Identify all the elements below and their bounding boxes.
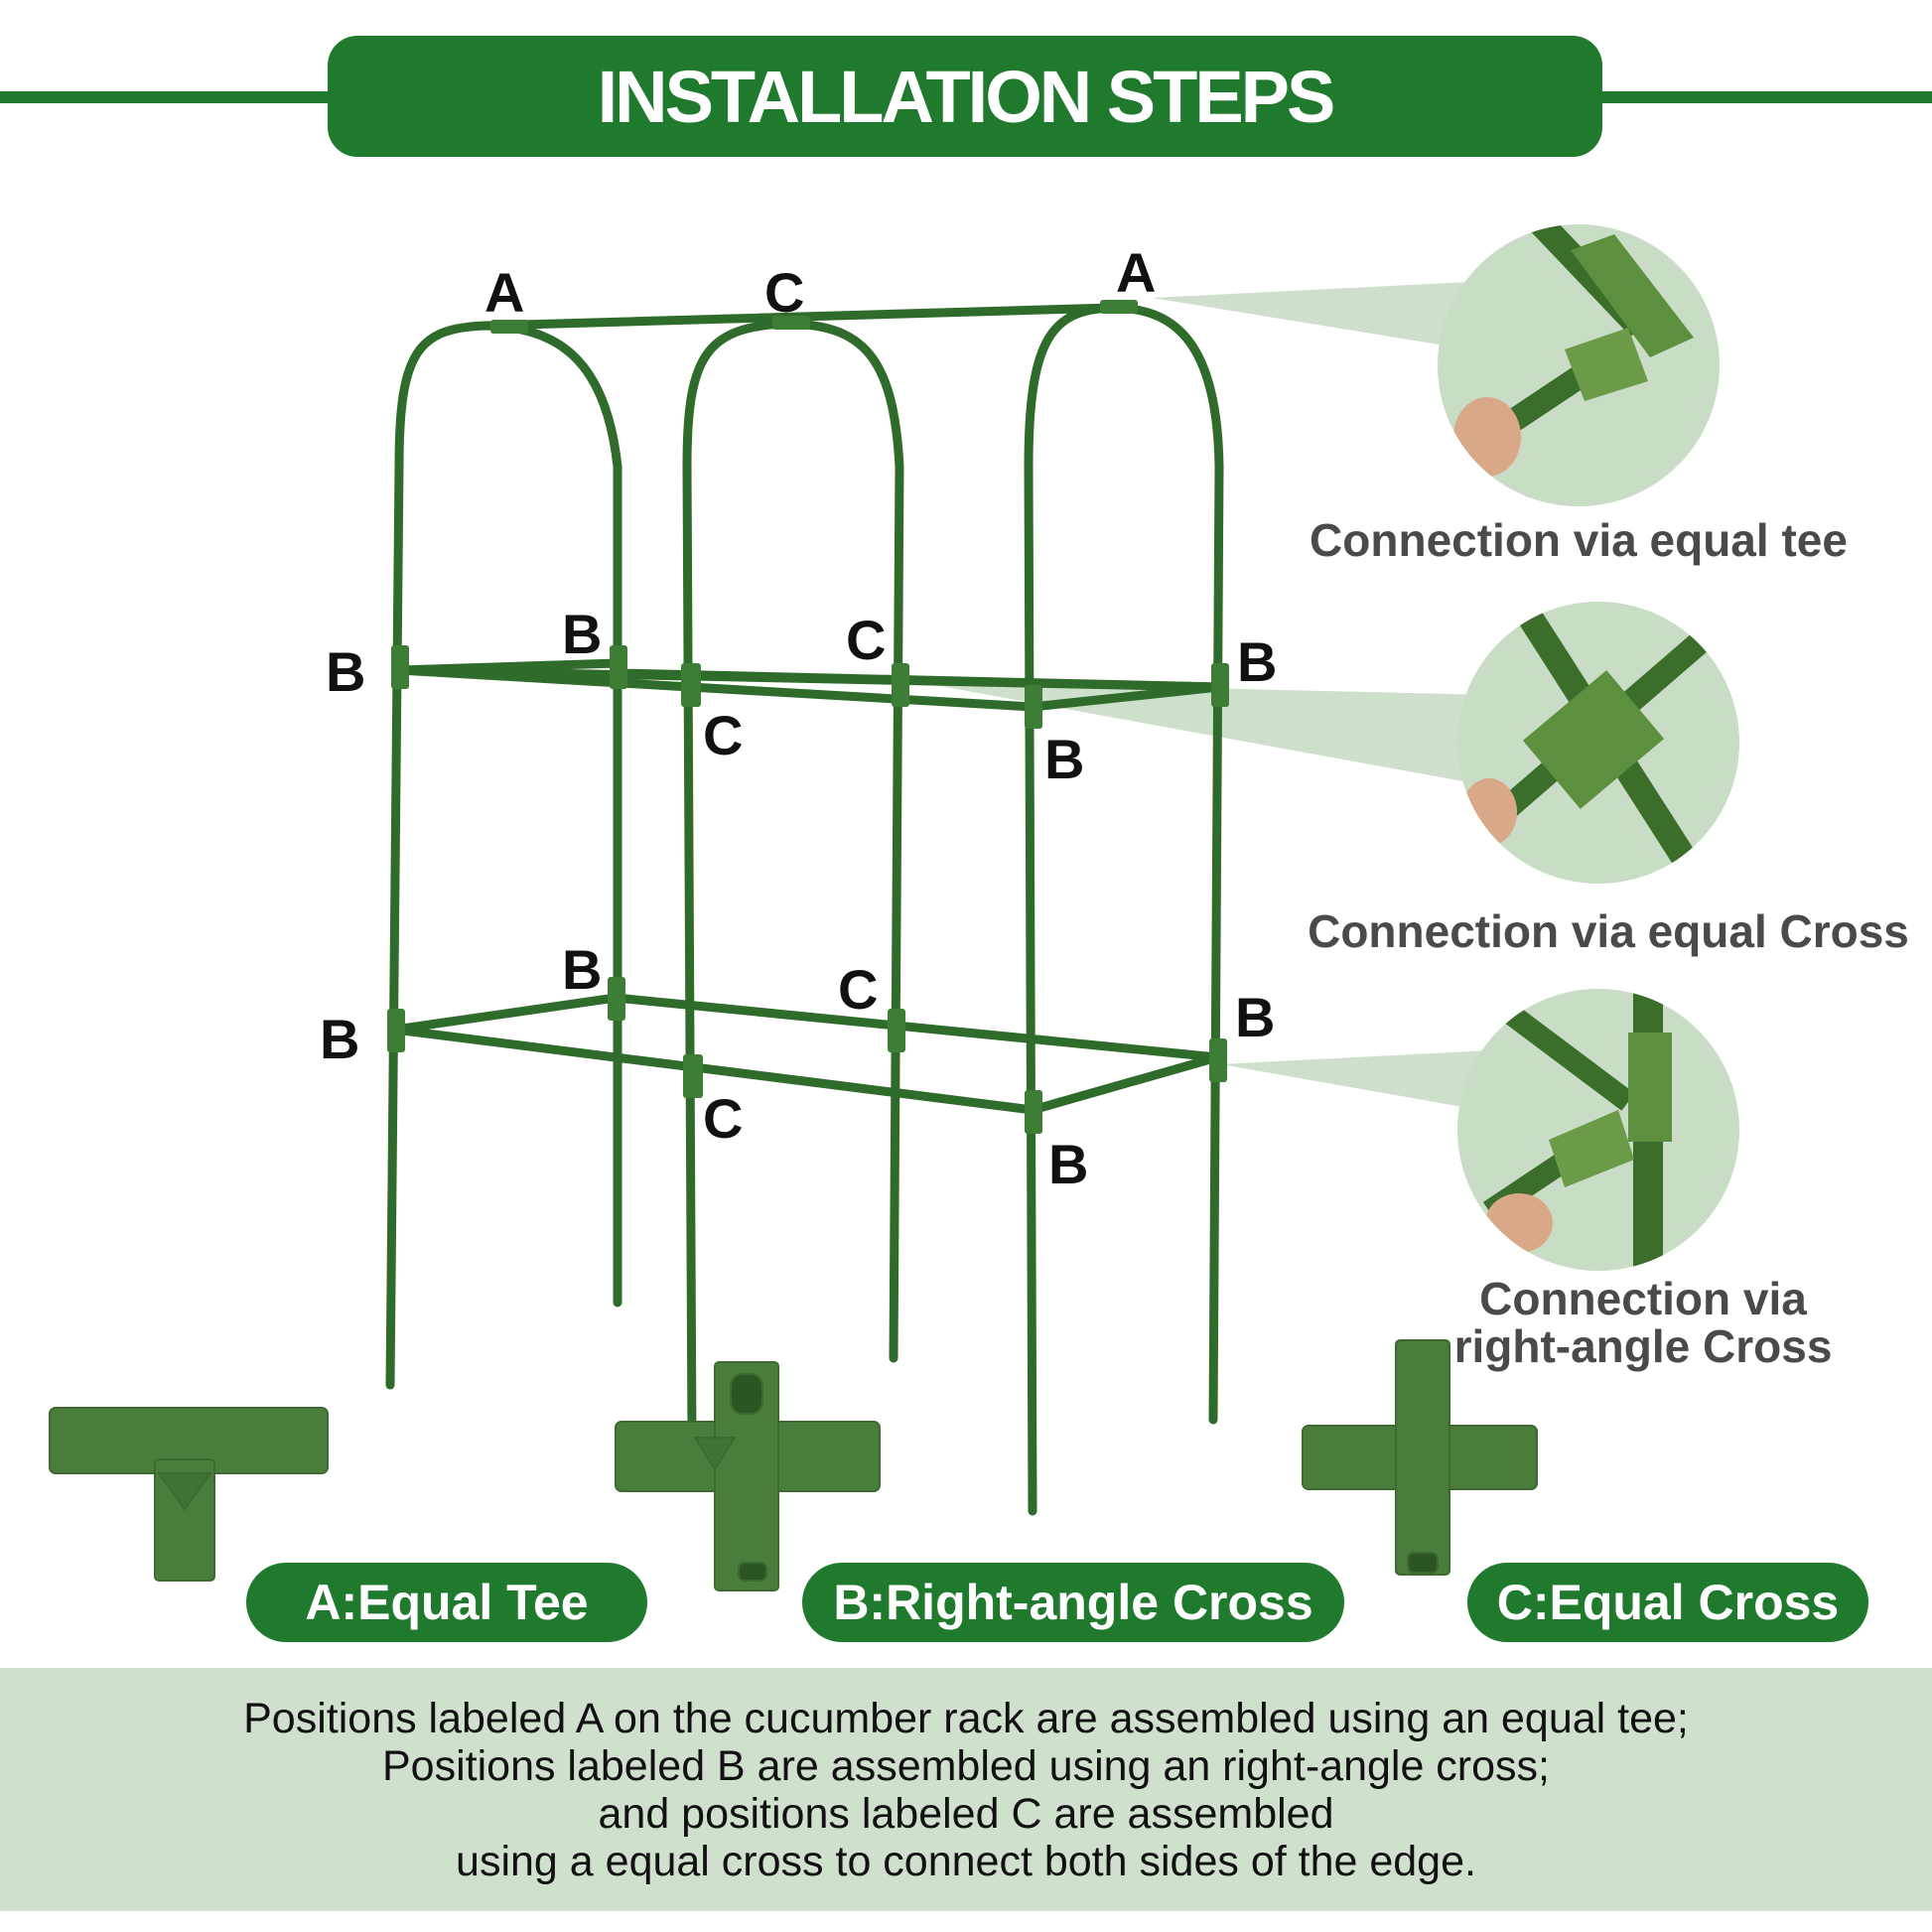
label-low-c2: C: [838, 958, 878, 1021]
label-mid-b3: B: [1044, 728, 1084, 790]
label-low-c1: C: [703, 1087, 743, 1150]
frame-connectors: [387, 300, 1229, 1134]
right-angle-cross-closeup: [1457, 989, 1739, 1271]
part-label-right-angle-cross: B:Right-angle Cross: [802, 1563, 1344, 1642]
part-label-equal-tee: A:Equal Tee: [246, 1563, 647, 1642]
instructions-footer: Positions labeled A on the cucumber rack…: [0, 1668, 1932, 1911]
instruction-line-1: Positions labeled A on the cucumber rack…: [243, 1694, 1689, 1742]
label-mid-b2: B: [562, 603, 602, 665]
label-mid-c1: C: [703, 704, 743, 766]
trellis-frame: [385, 303, 1224, 1516]
instruction-line-3: and positions labeled C are assembled: [598, 1789, 1334, 1838]
callout-beam-cross: [913, 681, 1489, 784]
label-low-b3: B: [1048, 1133, 1088, 1195]
equal-tee-closeup: [1438, 224, 1720, 506]
right-angle-cross-icon: [615, 1361, 881, 1591]
equal-tee-icon: [49, 1407, 329, 1582]
header-banner: INSTALLATION STEPS: [328, 36, 1602, 157]
label-low-left-b: B: [320, 1008, 359, 1070]
label-low-right-b: B: [1235, 986, 1275, 1048]
label-mid-c2: C: [846, 609, 886, 671]
equal-cross-icon: [1302, 1339, 1538, 1576]
instruction-line-2: Positions labeled B are assembled using …: [382, 1741, 1550, 1790]
caption-right-angle-cross-2: right-angle Cross: [1453, 1320, 1833, 1372]
caption-equal-cross: Connection via equal Cross: [1308, 905, 1909, 957]
label-mid-right-b: B: [1237, 630, 1277, 693]
page-title: INSTALLATION STEPS: [597, 55, 1336, 138]
caption-equal-tee: Connection via equal tee: [1310, 514, 1848, 566]
instruction-line-4: using a equal cross to connect both side…: [456, 1837, 1476, 1885]
caption-right-angle-cross-1: Connection via: [1479, 1273, 1807, 1324]
callout-beam-tee: [1152, 280, 1509, 349]
label-top-left-a: A: [484, 261, 524, 324]
label-top-mid-c: C: [764, 261, 804, 324]
label-low-b2: B: [562, 938, 602, 1001]
label-mid-left-b: B: [326, 640, 365, 703]
part-label-equal-cross: C:Equal Cross: [1467, 1563, 1868, 1642]
callout-beam-right-angle: [1221, 1050, 1489, 1110]
label-top-right-a: A: [1116, 241, 1156, 304]
equal-cross-closeup: [1457, 602, 1739, 884]
